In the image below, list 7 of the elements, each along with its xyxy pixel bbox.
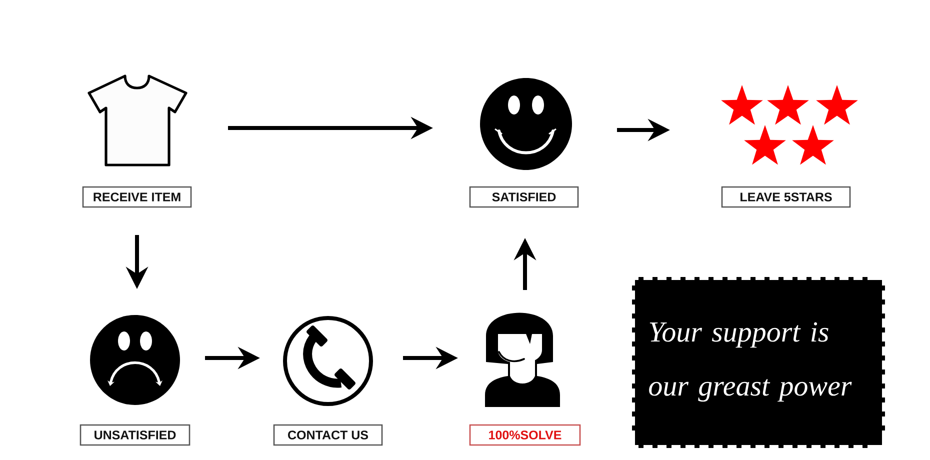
label-box: SATISFIED xyxy=(469,186,579,208)
label-box: CONTACT US xyxy=(273,424,383,446)
label-box: RECEIVE ITEM xyxy=(82,186,192,208)
quote-box: Your support is our greast power xyxy=(632,277,885,448)
label-box: 100%SOLVE xyxy=(469,424,581,446)
label-box: UNSATISFIED xyxy=(80,424,190,446)
label-box: LEAVE 5STARS xyxy=(721,186,851,208)
